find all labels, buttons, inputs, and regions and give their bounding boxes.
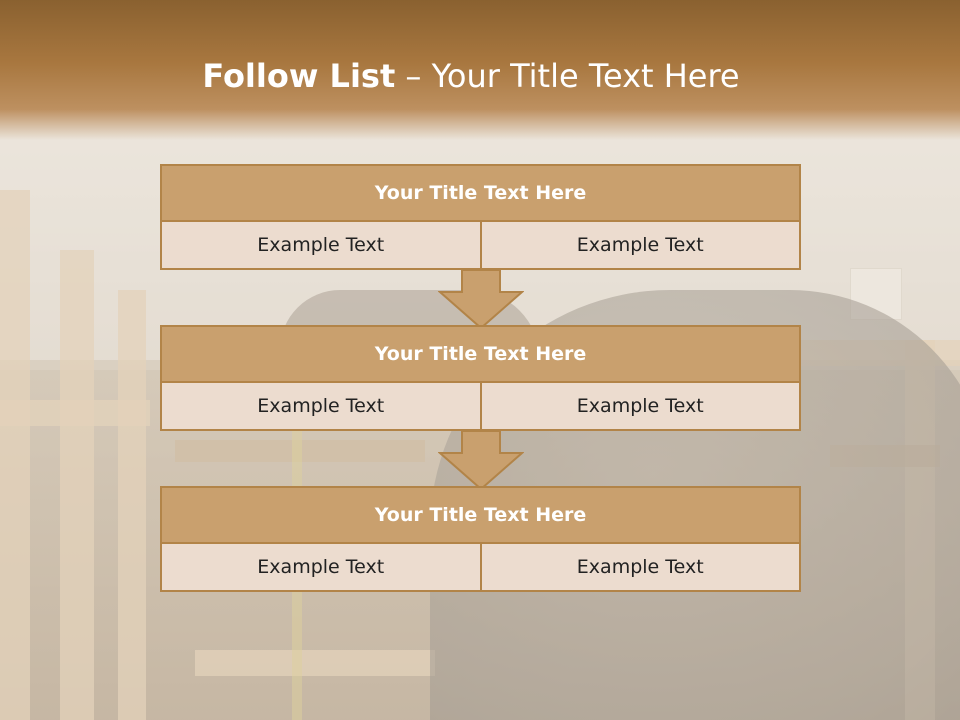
list-block: Your Title Text Here Example Text Exampl…	[160, 325, 801, 431]
header-band	[0, 0, 960, 140]
block-title: Your Title Text Here	[160, 486, 801, 544]
wood-stud	[0, 190, 30, 720]
wood-stud	[118, 290, 146, 720]
wood-stud	[60, 250, 94, 720]
block-cell: Example Text	[481, 222, 801, 270]
list-block: Your Title Text Here Example Text Exampl…	[160, 164, 801, 270]
block-cell: Example Text	[481, 544, 801, 592]
block-cell: Example Text	[160, 383, 482, 431]
down-arrow-icon	[438, 431, 524, 491]
down-arrow-icon	[438, 270, 524, 330]
block-row: Example Text Example Text	[160, 544, 801, 592]
block-cell: Example Text	[160, 544, 482, 592]
wood-crossbeam	[195, 650, 435, 676]
block-cell: Example Text	[481, 383, 801, 431]
wood-crossbeam	[0, 400, 150, 426]
block-title: Your Title Text Here	[160, 325, 801, 383]
slide-title: Follow List – Your Title Text Here	[0, 56, 942, 96]
block-row: Example Text Example Text	[160, 383, 801, 431]
block-row: Example Text Example Text	[160, 222, 801, 270]
list-block: Your Title Text Here Example Text Exampl…	[160, 486, 801, 592]
slide-title-bold: Follow List	[202, 57, 396, 95]
slide-title-rest: – Your Title Text Here	[395, 57, 740, 95]
block-cell: Example Text	[160, 222, 482, 270]
block-title: Your Title Text Here	[160, 164, 801, 222]
